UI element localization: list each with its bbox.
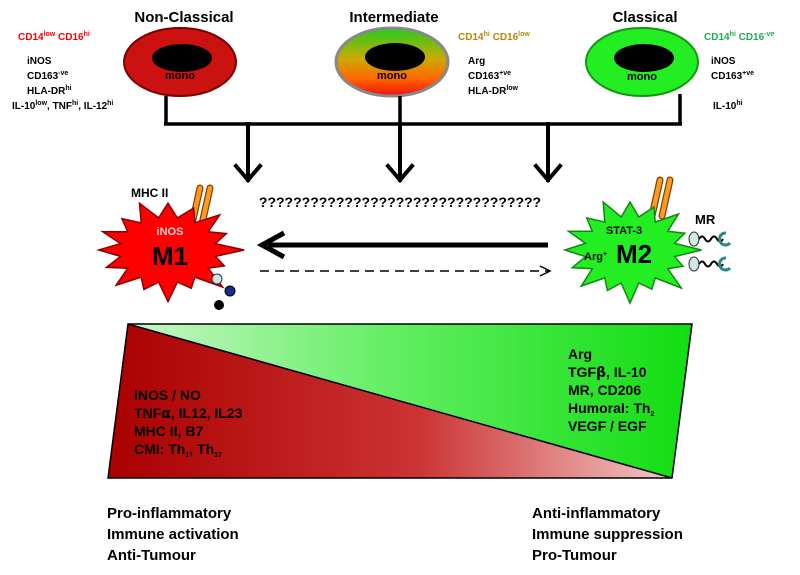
left-outcomes: Pro-inflammatory Immune activation Anti-… (107, 505, 239, 564)
m2-label: M2 (616, 239, 652, 269)
right-outcomes: Anti-inflammatory Immune suppression Pro… (532, 505, 683, 564)
m1-inos-label: iNOS (157, 226, 184, 238)
unknown-pathway-label: ????????????????????????????????? (259, 194, 541, 210)
cytokine-text: IL-10low, TNFhi, IL-12hi (12, 100, 113, 112)
non-classical-markers: iNOS CD163-ve HLA-DRhi IL-10low, TNFhi, … (12, 56, 113, 112)
intermediate-phenotype: CD14hi CD16low (458, 31, 530, 43)
m1-macrophage: MHC II iNOS M1 (96, 184, 245, 310)
marker-text: CD163-ve (27, 70, 68, 82)
m2-features-list: Arg TGFβ, IL-10 MR, CD206 Humoral: Th2 V… (568, 346, 654, 434)
m1-cell-shape (96, 201, 245, 304)
classical-markers: iNOS CD163+ve IL-10hi (711, 56, 754, 112)
secreted-molecule-icon (214, 300, 224, 310)
intermediate-monocyte-cell: mono (334, 26, 450, 98)
m2-feature-item: Arg (568, 346, 592, 362)
mhc-ii-label: MHC II (131, 186, 168, 200)
m1-m2-spectrum (107, 323, 693, 479)
m1-label: M1 (152, 241, 188, 271)
m1-features-list: iNOS / NO TNFα, IL12, IL23 MHC II, B7 CM… (134, 387, 243, 459)
m1-feature-item: TNFα, IL12, IL23 (134, 405, 243, 422)
secreted-molecule-icon (211, 273, 223, 285)
non-classical-monocyte-cell: mono (123, 27, 237, 97)
down-arrows (233, 122, 563, 184)
non-classical-title: Non-Classical (134, 9, 233, 26)
marker-text: Arg (468, 56, 485, 67)
m1-to-m2-dashed-arrow (260, 265, 552, 277)
m2-feature-item: Humoral: Th2 (568, 400, 654, 418)
mono-label: mono (627, 71, 657, 83)
marker-text: iNOS (27, 56, 52, 67)
m2-cell-shape (562, 200, 702, 305)
intermediate-markers: Arg CD163+ve HLA-DRlow (468, 56, 519, 97)
classical-title: Classical (612, 9, 677, 26)
mono-label: mono (377, 70, 407, 82)
m1-feature-item: CMI: Th1, Th17 (134, 441, 222, 459)
outcome-text: Anti-Tumour (107, 547, 196, 564)
m1-feature-item: MHC II, B7 (134, 423, 203, 439)
marker-text: CD163+ve (711, 70, 754, 82)
marker-text: HLA-DRlow (468, 85, 519, 97)
intermediate-title: Intermediate (349, 9, 438, 26)
m2-feature-item: MR, CD206 (568, 382, 641, 398)
outcome-text: Immune activation (107, 526, 239, 543)
m2-stat3-label: STAT-3 (606, 225, 642, 237)
classical-phenotype: CD14hi CD16-ve (704, 31, 774, 43)
mr-label: MR (695, 212, 716, 227)
m2-triangle (128, 324, 692, 478)
m1-feature-item: iNOS / NO (134, 387, 201, 403)
marker-text: CD163+ve (468, 70, 511, 82)
monocyte-connector (164, 94, 682, 126)
marker-text: iNOS (711, 56, 736, 67)
classical-monocyte-cell: mono (585, 27, 699, 97)
m2-to-m1-arrow (256, 230, 548, 260)
marker-text: HLA-DRhi (27, 85, 72, 97)
m2-feature-item: VEGF / EGF (568, 418, 647, 434)
m1-triangle (108, 324, 672, 478)
mono-label: mono (165, 70, 195, 82)
mannose-receptor-icon (688, 231, 732, 272)
outcome-text: Immune suppression (532, 526, 683, 543)
classical-il10: IL-10hi (713, 100, 743, 112)
outcome-text: Pro-Tumour (532, 547, 617, 564)
down-arrow-middle (385, 122, 415, 184)
m2-feature-item: TGFβ, IL-10 (568, 364, 647, 381)
outcome-text: Anti-inflammatory (532, 505, 661, 522)
down-arrow-left (233, 122, 263, 184)
secreted-molecule-icon (224, 285, 236, 297)
m2-macrophage: STAT-3 Arg+ M2 MR (562, 176, 732, 305)
outcome-text: Pro-inflammatory (107, 505, 232, 522)
non-classical-phenotype: CD14low CD16hi (18, 31, 90, 43)
m2-arg-label: Arg+ (584, 251, 607, 263)
down-arrow-right (533, 122, 563, 184)
